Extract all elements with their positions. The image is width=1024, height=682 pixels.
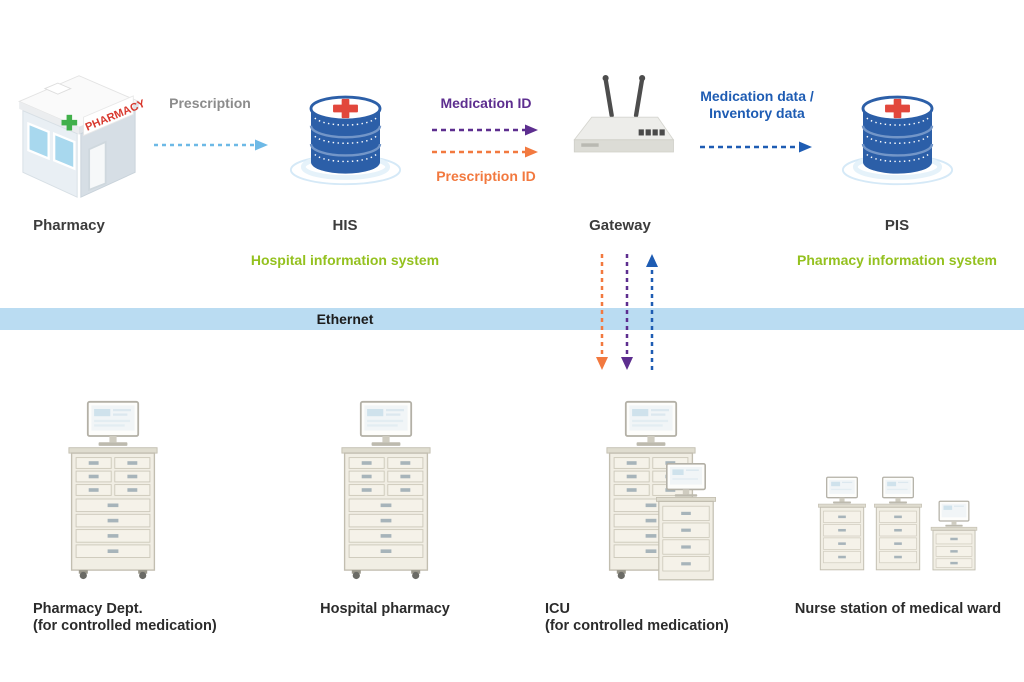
icu-label-line2: (for controlled medication): [545, 618, 729, 634]
nurse-station-cabinet-group: [810, 476, 990, 576]
icu-label-line1: ICU: [545, 601, 570, 617]
his-subtitle: Hospital information system: [250, 252, 440, 268]
icu-side-cabinet-icon: [646, 462, 726, 584]
pis-label: PIS: [884, 217, 910, 234]
icu-label: ICU (for controlled medication): [545, 601, 775, 635]
pis-subtitle: Pharmacy information system: [797, 252, 997, 268]
hospital-pharmacy-label: Hospital pharmacy: [305, 601, 465, 618]
medication-data-line2: Inventory data: [709, 105, 805, 121]
prescription-id-arrow: [432, 146, 538, 158]
medication-data-arrow: [700, 141, 812, 153]
pharmacy-label: Pharmacy: [33, 217, 105, 234]
gateway-router-icon: [562, 72, 684, 172]
ethernet-band: [0, 308, 1024, 330]
prescription-id-arrow-label: Prescription ID: [436, 168, 536, 184]
prescription-arrow-label: Prescription: [169, 95, 251, 111]
pis-database-icon: [840, 70, 955, 193]
prescription-arrow: [154, 139, 268, 151]
his-label: HIS: [332, 217, 358, 234]
ethernet-label: Ethernet: [316, 311, 374, 327]
icu-cabinet-group: [588, 400, 748, 590]
nurse-cabinet-1-icon: [810, 476, 874, 573]
pharmacy-dept-label-line2: (for controlled medication): [33, 618, 217, 634]
medication-data-arrow-label: Medication data / Inventory data: [688, 88, 826, 122]
nurse-cabinet-2-icon: [866, 476, 930, 573]
nurse-cabinet-3-icon: [923, 500, 985, 573]
nurse-station-label-line1: Nurse station of medical ward: [794, 601, 1002, 617]
medication-data-line1: Medication data /: [700, 88, 814, 104]
medication-id-arrow: [432, 124, 538, 136]
pharmacy-building-icon: [10, 56, 148, 204]
his-database-icon: [288, 70, 403, 193]
nurse-station-label: Nurse station of medical ward: [788, 601, 1008, 618]
medication-id-arrow-label: Medication ID: [440, 95, 532, 111]
gateway-label: Gateway: [589, 217, 651, 234]
pharmacy-dept-label-line1: Pharmacy Dept.: [33, 601, 143, 617]
pharmacy-dept-cabinet-icon: [50, 400, 176, 580]
gateway-device-arrows: [596, 254, 658, 370]
pharmacy-dept-label: Pharmacy Dept. (for controlled medicatio…: [33, 601, 263, 635]
hospital-pharmacy-label-line1: Hospital pharmacy: [320, 601, 450, 617]
hospital-pharmacy-cabinet-icon: [323, 400, 449, 580]
